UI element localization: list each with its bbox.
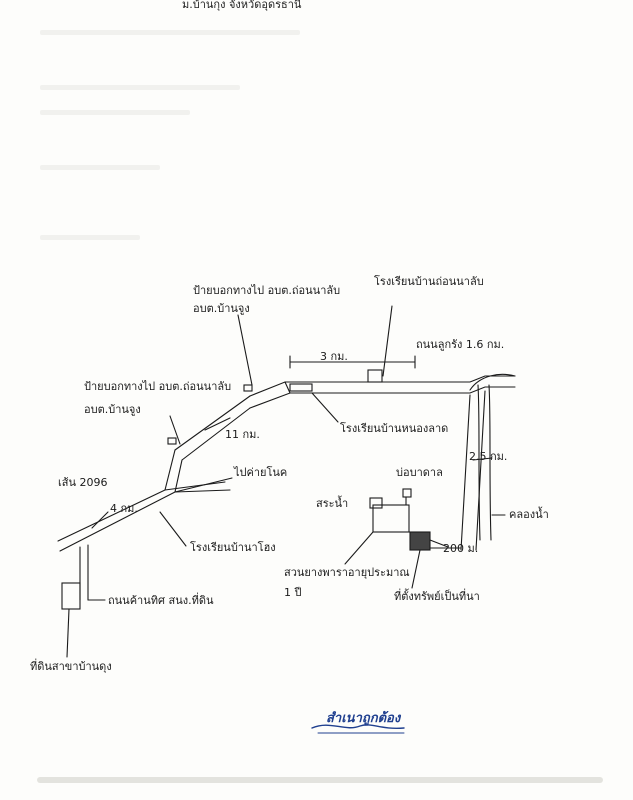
document-header: ม.บ้านกุง จังหวัดอุดรธานี: [182, 0, 302, 11]
dimension-3km: [289, 355, 416, 369]
faint-text-line: [40, 165, 160, 170]
school-thon-marker: [367, 369, 383, 383]
faint-text-line: [40, 235, 140, 240]
certified-copy-stamp: สำเนาถูกต้อง: [326, 711, 401, 726]
curved-road-top: [469, 373, 516, 391]
dist-11km-arrow: [204, 417, 231, 431]
label-well: บ่อบาดาล: [396, 466, 443, 479]
road-connector: [284, 381, 291, 394]
canal: [477, 384, 492, 541]
label-school-thon: โรงเรียนบ้านถ่อนนาลับ: [374, 275, 484, 288]
pond-marker: [369, 497, 383, 509]
dist-200m-pointer: [429, 539, 449, 548]
school-thon-pointer: [382, 305, 393, 377]
plantation-area: [372, 504, 410, 533]
label-property: ที่ตั้งทรัพย์เป็นที่นา: [394, 590, 480, 603]
label-road-tambon: ถนนค้านทิศ สนง.ที่ดิน: [108, 594, 214, 607]
sign-top-marker: [243, 384, 253, 392]
label-dist-11km: 11 กม.: [225, 428, 260, 441]
school-nahong-pointer: [159, 511, 187, 547]
property-pointer: [411, 549, 421, 589]
label-to-khanoi: ไปค่ายโนค: [234, 466, 288, 479]
dist-4km-arrow: [91, 511, 109, 529]
bend-road: [164, 449, 183, 493]
label-land-office: ที่ดินสาขาบ้านดุง: [30, 660, 112, 673]
label-dist-4km: 4 กม.: [110, 502, 138, 515]
signature: [311, 724, 405, 730]
well-marker: [402, 488, 412, 498]
label-school-nahong: โรงเรียนบ้านาโฮง: [190, 541, 276, 554]
label-plantation-2: 1 ปี: [284, 586, 302, 599]
label-dist-3km: 3 กม.: [320, 350, 348, 363]
school-nongsad-pointer: [311, 392, 339, 423]
land-office-marker: [61, 582, 81, 610]
property-marker: [409, 531, 431, 551]
label-road-luksarng: ถนนลูกรัง 1.6 กม.: [416, 338, 505, 351]
faint-text-line: [40, 85, 240, 90]
label-sign-top-2: อบต.บ้านจูง: [193, 302, 250, 315]
sign-top-pointer: [237, 314, 253, 386]
right-vertical-road: [460, 390, 486, 551]
khanoi-branch-road: [164, 481, 231, 493]
land-office-pointer: [66, 608, 70, 658]
label-plantation-1: สวนยางพาราอายุประมาณ: [284, 566, 410, 579]
faint-text-line: [40, 110, 190, 115]
label-school-nongsad: โรงเรียนบ้านหนองลาด: [340, 422, 449, 435]
sign-mid-pointer: [169, 415, 181, 445]
main-road: [249, 375, 516, 409]
label-sign-top-1: ป้ายบอกทางไป อบต.ถ่อนนาลับ: [193, 284, 341, 297]
label-sign-mid-1: ป้ายบอกทางไป อบต.ถ่อนนาลับ: [84, 380, 232, 393]
label-route-2096: เส้น 2096: [58, 476, 108, 489]
plantation-pointer: [344, 531, 374, 565]
label-dist-200m: 200 ม.: [443, 542, 479, 555]
school-nongsad-marker: [289, 383, 313, 392]
faint-text-line: [40, 30, 300, 35]
land-office-road: [79, 544, 89, 601]
label-sign-mid-2: อบต.บ้านจูง: [84, 403, 141, 416]
label-dist-25km: 2.5 กม.: [469, 450, 508, 463]
khanoi-road-extension: [174, 477, 233, 493]
label-canal: คลองน้ำ: [509, 508, 549, 521]
diagonal-road: [174, 395, 251, 461]
label-pond: สระน้ำ: [316, 497, 349, 510]
dist-25km-arrow: [472, 457, 493, 461]
route-2096-road: [57, 489, 176, 552]
sign-mid-marker: [167, 437, 177, 445]
